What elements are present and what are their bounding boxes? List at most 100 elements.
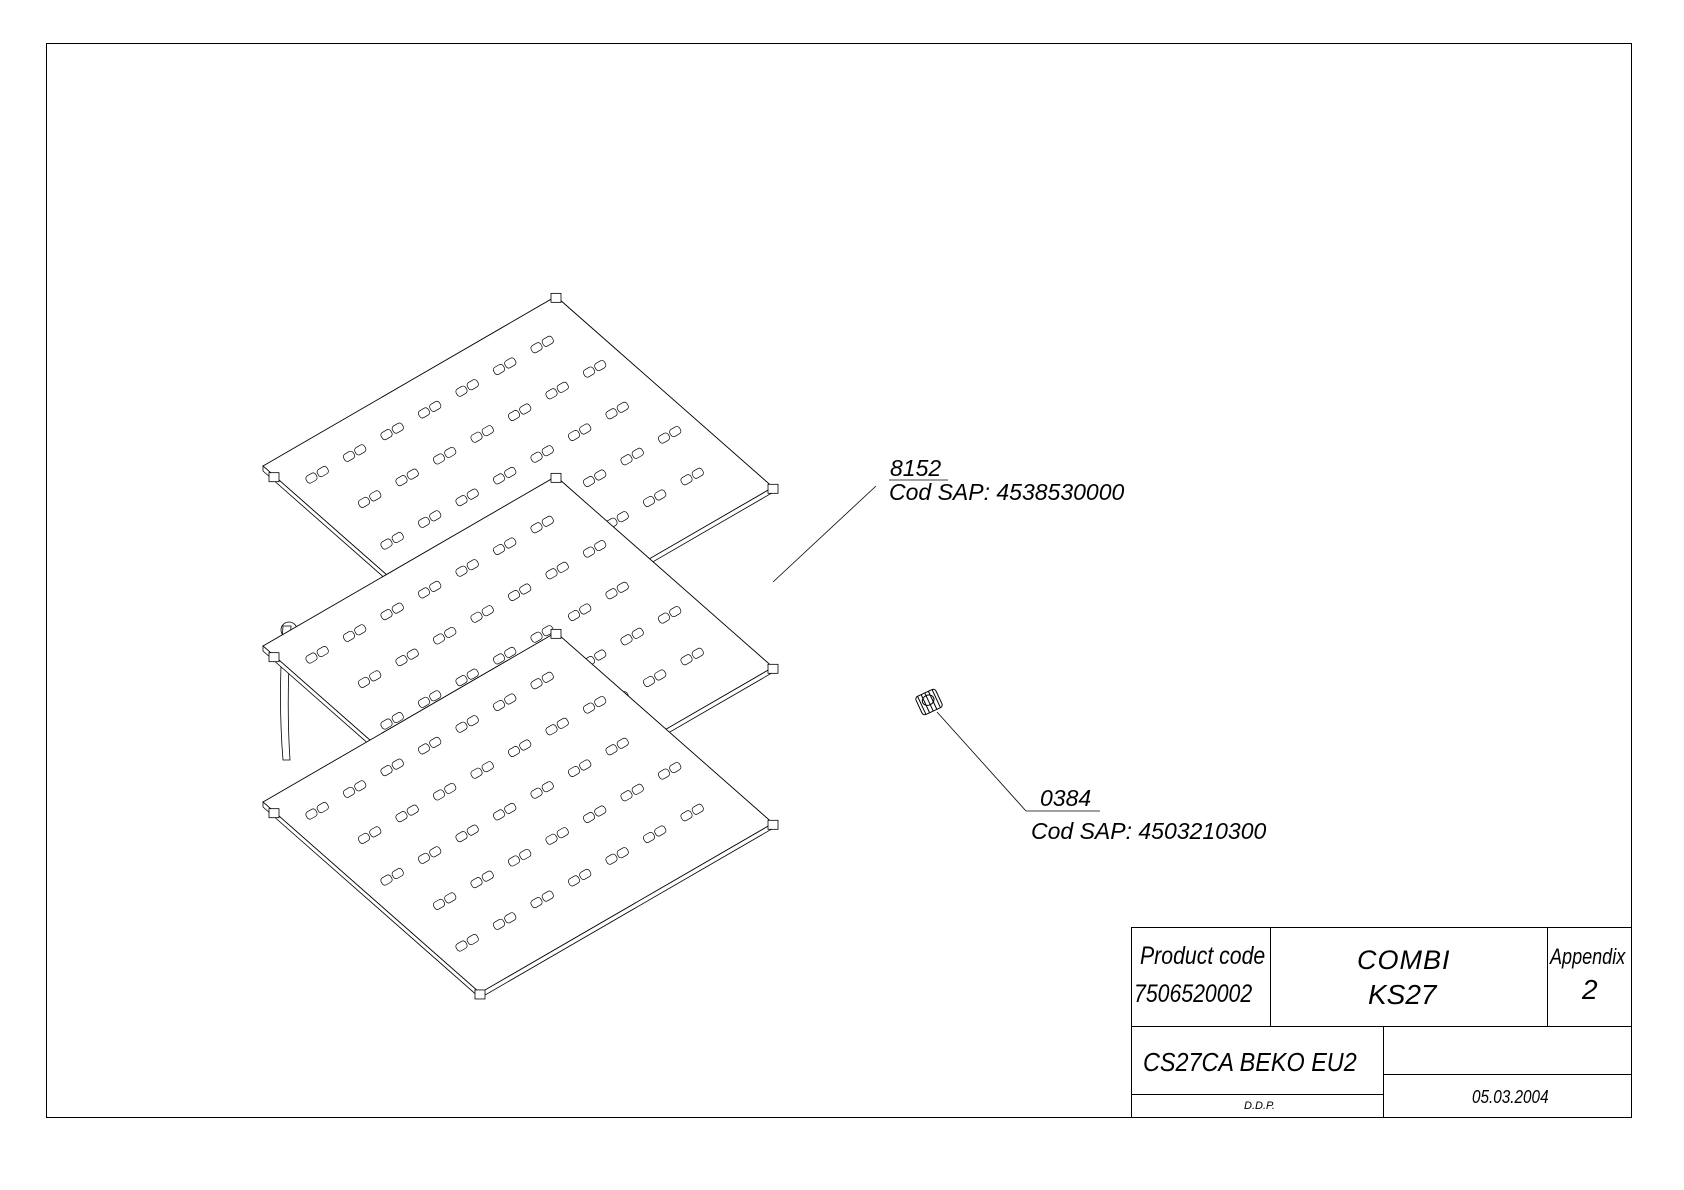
vent-slot: [357, 490, 382, 508]
vent-slot: [605, 581, 629, 600]
vent-slot: [492, 537, 517, 555]
vent-slot: [380, 758, 404, 777]
vent-slot: [620, 783, 644, 802]
vent-slot: [455, 934, 479, 952]
vent-slot: [507, 403, 532, 421]
vent-slot: [417, 510, 442, 528]
vent-slot: [470, 870, 494, 889]
vent-slot: [380, 712, 404, 730]
corner-clip: [268, 808, 280, 819]
vent-slot: [455, 488, 479, 507]
vent-slot: [342, 444, 367, 462]
product-code-cell: Product code 7506520002: [1131, 927, 1271, 1027]
vent-slot: [380, 602, 404, 621]
leader-8152: [772, 485, 877, 583]
vent-slot: [582, 696, 607, 714]
drawing-border: [46, 43, 1632, 1118]
vent-slot: [530, 515, 554, 534]
corner-clip: [268, 472, 280, 483]
model-name: CS27CA BEKO EU2: [1143, 1047, 1357, 1077]
product-code-value: 7506520002: [1134, 980, 1253, 1008]
vent-slot: [455, 824, 479, 843]
vent-slot: [605, 401, 629, 420]
vent-slot: [567, 603, 592, 621]
corner-clip: [550, 292, 562, 303]
callout-8152-sap: Cod SAP: 4538530000: [889, 479, 1125, 505]
vent-slot: [657, 426, 682, 444]
vent-slot: [530, 445, 554, 463]
vent-slot: [680, 803, 704, 822]
vent-slot: [492, 357, 517, 375]
vent-slot: [432, 782, 457, 801]
vent-slot: [492, 912, 517, 930]
vent-slot: [455, 668, 479, 687]
vent-slot: [470, 425, 494, 443]
date-cell: 05.03.2004: [1383, 1074, 1632, 1118]
vent-slot: [455, 559, 479, 577]
vent-slot: [342, 624, 367, 642]
vent-slot: [492, 646, 517, 665]
vent-slot: [470, 761, 494, 779]
vent-slot: [417, 580, 442, 599]
callout-8152-number: 8152: [890, 455, 942, 481]
appendix-number: 2: [1582, 974, 1598, 1005]
corner-clip: [767, 663, 779, 674]
vent-slot: [642, 669, 667, 687]
plug-part: [915, 688, 943, 716]
vent-slot: [357, 826, 382, 844]
vent-slot: [305, 802, 329, 820]
drawn-by: D.D.P.: [1244, 1100, 1275, 1112]
appendix-label: Appendix: [1550, 944, 1626, 969]
vent-slot: [507, 848, 532, 867]
vent-slot: [380, 532, 404, 550]
model-cell: CS27CA BEKO EU2: [1131, 1026, 1384, 1095]
vent-slot: [432, 892, 457, 910]
vent-slot: [492, 802, 517, 821]
vent-slot: [582, 469, 607, 487]
title-block: Product code 7506520002 COMBI KS27 Appen…: [1131, 927, 1632, 1118]
vent-slot: [432, 446, 457, 465]
vent-slot: [530, 890, 554, 909]
vent-slot: [657, 762, 682, 780]
vent-slot: [395, 648, 419, 667]
vent-slot: [305, 466, 329, 484]
leader-0384: [936, 711, 1027, 812]
vent-slot: [545, 827, 569, 845]
vent-slot: [642, 825, 667, 843]
vent-slot: [530, 625, 554, 643]
corner-clip: [550, 472, 562, 483]
vent-slot: [545, 381, 569, 400]
vent-slot: [455, 379, 479, 397]
vent-slot: [582, 805, 607, 823]
vent-slot: [680, 467, 704, 486]
blank-cell: [1383, 1026, 1632, 1075]
vent-slot: [470, 605, 494, 623]
product-name-line1: COMBI: [1357, 945, 1451, 975]
vent-slot: [417, 690, 442, 708]
vent-slot: [380, 422, 404, 441]
vent-slot: [395, 804, 419, 823]
vent-slot: [507, 739, 532, 757]
vent-slot: [395, 468, 419, 487]
vent-slot: [567, 759, 592, 777]
vent-slot: [680, 647, 704, 666]
vent-slot: [305, 646, 329, 664]
vent-slot: [455, 715, 479, 733]
vent-slot: [545, 561, 569, 580]
vent-slot: [605, 847, 629, 865]
vent-slot: [492, 466, 517, 485]
vent-slot: [492, 693, 517, 711]
product-name-line2: KS27: [1368, 979, 1437, 1010]
date: 05.03.2004: [1472, 1087, 1549, 1107]
vent-slot: [530, 335, 554, 354]
vent-slot: [642, 489, 667, 507]
vent-slot: [530, 671, 554, 690]
vent-slot: [432, 626, 457, 645]
vent-slot: [567, 868, 592, 887]
vent-slot: [582, 360, 607, 378]
vent-slot: [380, 868, 404, 886]
appendix-cell: Appendix 2: [1547, 927, 1632, 1027]
callout-0384-number: 0384: [1040, 785, 1092, 811]
